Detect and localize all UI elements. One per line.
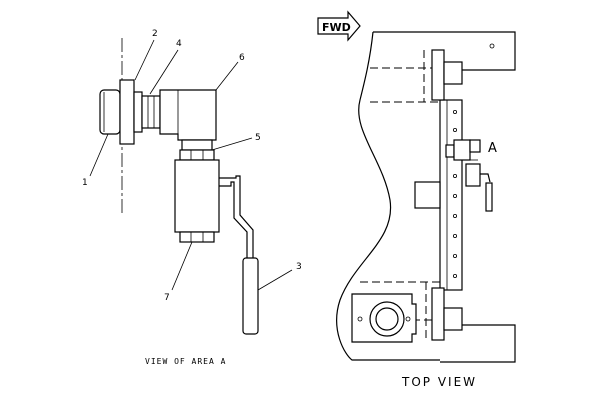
- top-view: FWD: [317, 10, 516, 389]
- caption-top-view: TOP VIEW: [401, 375, 477, 389]
- area-a-valve: [445, 139, 493, 212]
- callout-1: 1: [82, 178, 88, 188]
- hex-fitting: [179, 149, 215, 161]
- hole: [489, 43, 495, 49]
- main-plate: [439, 99, 463, 291]
- valve-handle: [219, 175, 254, 260]
- forward-arrow-icon: [317, 10, 361, 42]
- callout-7: 7: [164, 293, 170, 303]
- hex-fitting-top: [181, 139, 213, 151]
- fwd-label: FWD: [322, 21, 351, 34]
- top-clip: [443, 61, 463, 85]
- drain-port-inner: [375, 307, 399, 331]
- top-bracket: [431, 49, 445, 101]
- view-of-area-a: 2 4 6 5 1 3 7 VIEW OF AREA A: [82, 29, 302, 366]
- callout-6: 6: [239, 53, 245, 63]
- coupling: [141, 95, 161, 129]
- callout-2: 2: [152, 29, 158, 39]
- callout-3: 3: [296, 262, 302, 272]
- plug: [99, 89, 121, 135]
- area-a-handle: [485, 182, 493, 212]
- flange: [119, 79, 135, 145]
- valve-body: [174, 159, 220, 233]
- elbow: [159, 89, 217, 141]
- bottom-clip: [443, 307, 463, 331]
- plate-bolts: [452, 110, 457, 278]
- bottom-bracket: [431, 287, 445, 341]
- area-a-marker: A: [488, 141, 497, 156]
- callout-5: 5: [255, 133, 261, 143]
- caption-view-of-area-a: VIEW OF AREA A: [145, 357, 226, 366]
- handle-grip: [242, 257, 259, 335]
- callout-4: 4: [176, 39, 182, 49]
- nipple: [133, 91, 143, 133]
- middle-tab: [414, 181, 441, 209]
- valve-outlet: [179, 231, 215, 243]
